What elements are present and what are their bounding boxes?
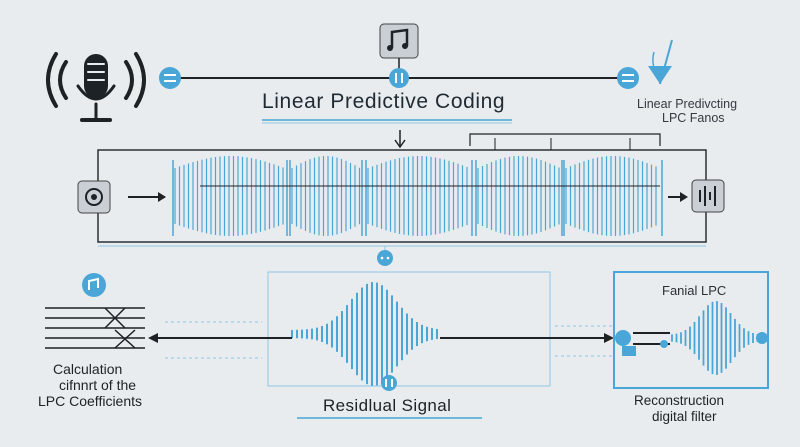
residual-underline [297,417,482,419]
page-title: Linear Predictive Coding [262,90,506,113]
right-caption-line1: Reconstruction [634,393,725,408]
signal-frame [97,149,707,243]
waveform-icon [691,179,725,213]
right-top-label-line1: Linear Predivcting [637,97,738,111]
final-lpc-label: Fanial LPC [662,283,727,298]
encoder-icon [77,180,111,214]
right-caption-line2: digital filter [652,409,717,424]
coefficient-lines [45,307,145,349]
equals-icon [159,67,181,89]
microphone-icon [46,52,146,122]
equals-icon [617,67,639,89]
left-caption-line3: LPC Coefficients [38,393,143,409]
filter-icon [648,39,673,85]
filter-node [615,330,768,356]
pause-icon [377,250,393,266]
left-caption-line2: cifnnrt of the [59,377,137,393]
pause-icon [381,375,397,391]
final-lpc-box [613,271,769,389]
left-caption-line1: Calculation [53,361,123,377]
speech-waveform [172,156,663,236]
music-note-icon [82,273,106,297]
right-top-label-line2: LPC Fanos [662,111,725,125]
residual-waveform [291,282,438,386]
music-note-icon [379,23,419,59]
pause-icon [389,68,409,88]
residual-signal-caption: Residlual Signal [323,396,452,415]
title-underline [262,119,512,121]
reconstructed-waveform [671,301,759,375]
residual-box [267,271,551,387]
